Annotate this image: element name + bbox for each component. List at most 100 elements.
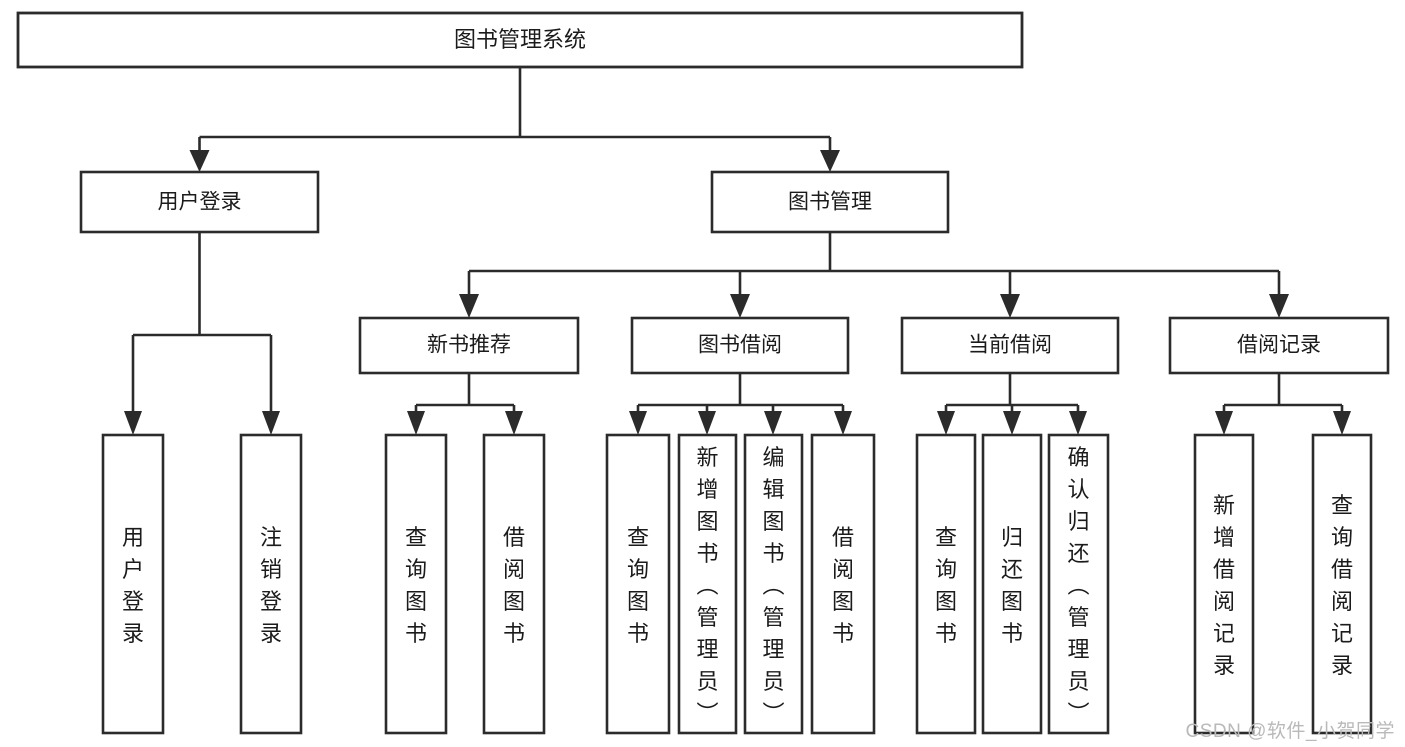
svg-text:员: 员: [1067, 669, 1089, 694]
leaf-query-book-1-box[interactable]: [384, 433, 448, 735]
node-book-management[interactable]: 图书管理: [710, 170, 950, 234]
leaf-user-login-box[interactable]: [101, 433, 165, 735]
node-new-book-recommend[interactable]: 新书推荐: [358, 316, 580, 375]
svg-text:︶: ︶: [696, 701, 718, 726]
node-user-login-box[interactable]: [79, 170, 320, 234]
svg-text:增: 增: [696, 477, 718, 502]
connector-layer: [124, 67, 1351, 435]
arrow-head-book-mgmt-new-book: [459, 294, 479, 318]
arrow-head-borrow-leaf-4: [834, 411, 852, 435]
svg-text:书: 书: [762, 541, 784, 566]
svg-text:图: 图: [696, 509, 718, 534]
svg-text:询: 询: [1331, 525, 1353, 550]
svg-text:︵: ︵: [762, 573, 784, 598]
svg-text:图: 图: [935, 589, 957, 614]
svg-text:借: 借: [832, 525, 854, 550]
node-user-login[interactable]: 用户登录: [79, 170, 320, 234]
svg-text:增: 增: [1213, 525, 1235, 550]
svg-text:归: 归: [1001, 525, 1023, 550]
svg-text:用: 用: [122, 525, 144, 550]
arrow-head-borrow-leaf-2: [698, 411, 716, 435]
leaf-confirm-ret-box[interactable]: [1047, 433, 1110, 735]
node-borrow-record-box[interactable]: [1168, 316, 1390, 375]
leaf-query-book-2-box[interactable]: [605, 433, 671, 735]
leaf-add-record-box[interactable]: [1193, 433, 1255, 735]
node-root[interactable]: 图书管理系统: [16, 11, 1024, 69]
svg-text:查: 查: [627, 525, 649, 550]
leaf-borrow-book-1-box[interactable]: [482, 433, 546, 735]
node-root-box[interactable]: [16, 11, 1024, 69]
leaf-query-record-box[interactable]: [1311, 433, 1373, 735]
leaf-logout-box[interactable]: [239, 433, 303, 735]
svg-text:还: 还: [1067, 541, 1089, 566]
node-new-book-recommend-label: 新书推荐: [427, 334, 511, 357]
node-new-book-recommend-box[interactable]: [358, 316, 580, 375]
svg-text:员: 员: [762, 669, 784, 694]
node-borrow-record[interactable]: 借阅记录: [1168, 316, 1390, 375]
svg-text:︵: ︵: [696, 573, 718, 598]
leaf-user-login-label: 用户登录: [122, 525, 144, 646]
node-current-borrow-label: 当前借阅: [968, 334, 1052, 357]
arrow-head-new-book-leaf-2: [505, 411, 523, 435]
svg-text:︶: ︶: [762, 701, 784, 726]
svg-text:录: 录: [260, 621, 282, 646]
svg-text:阅: 阅: [832, 557, 854, 582]
svg-text:新: 新: [696, 445, 718, 470]
leaf-return-book-box[interactable]: [981, 433, 1043, 735]
svg-text:管: 管: [696, 605, 718, 630]
node-book-management-box[interactable]: [710, 170, 950, 234]
arrow-head-user-login-leaf-2: [262, 411, 280, 435]
svg-text:登: 登: [122, 589, 144, 614]
svg-text:阅: 阅: [1331, 589, 1353, 614]
node-current-borrow-box[interactable]: [900, 316, 1120, 375]
arrow-head-book-mgmt-record: [1269, 294, 1289, 318]
node-book-management-label: 图书管理: [788, 191, 872, 214]
leaf-add-book-box[interactable]: [677, 433, 738, 735]
svg-text:编: 编: [762, 445, 784, 470]
svg-text:员: 员: [696, 669, 718, 694]
node-current-borrow[interactable]: 当前借阅: [900, 316, 1120, 375]
leaf-borrow-book-2-box[interactable]: [810, 433, 876, 735]
arrow-head-new-book-leaf-1: [407, 411, 425, 435]
arrow-head-book-mgmt-current: [1000, 294, 1020, 318]
svg-text:查: 查: [405, 525, 427, 550]
svg-text:图: 图: [405, 589, 427, 614]
svg-text:认: 认: [1067, 477, 1089, 502]
svg-text:理: 理: [1067, 637, 1089, 662]
leaf-user-login[interactable]: 用户登录: [101, 433, 165, 735]
svg-text:询: 询: [405, 557, 427, 582]
leaf-query-book-3-box[interactable]: [915, 433, 977, 735]
svg-text:录: 录: [1213, 653, 1235, 678]
svg-text:︵: ︵: [1067, 573, 1089, 598]
svg-text:记: 记: [1213, 621, 1235, 646]
arrow-head-root-to-user-login: [189, 150, 210, 172]
svg-text:理: 理: [762, 637, 784, 662]
leaf-edit-book-box[interactable]: [743, 433, 804, 735]
node-book-borrow-box[interactable]: [630, 316, 850, 375]
node-book-borrow[interactable]: 图书借阅: [630, 316, 850, 375]
svg-text:书: 书: [935, 621, 957, 646]
svg-text:图: 图: [627, 589, 649, 614]
svg-text:询: 询: [627, 557, 649, 582]
arrow-head-borrow-leaf-3: [764, 411, 782, 435]
